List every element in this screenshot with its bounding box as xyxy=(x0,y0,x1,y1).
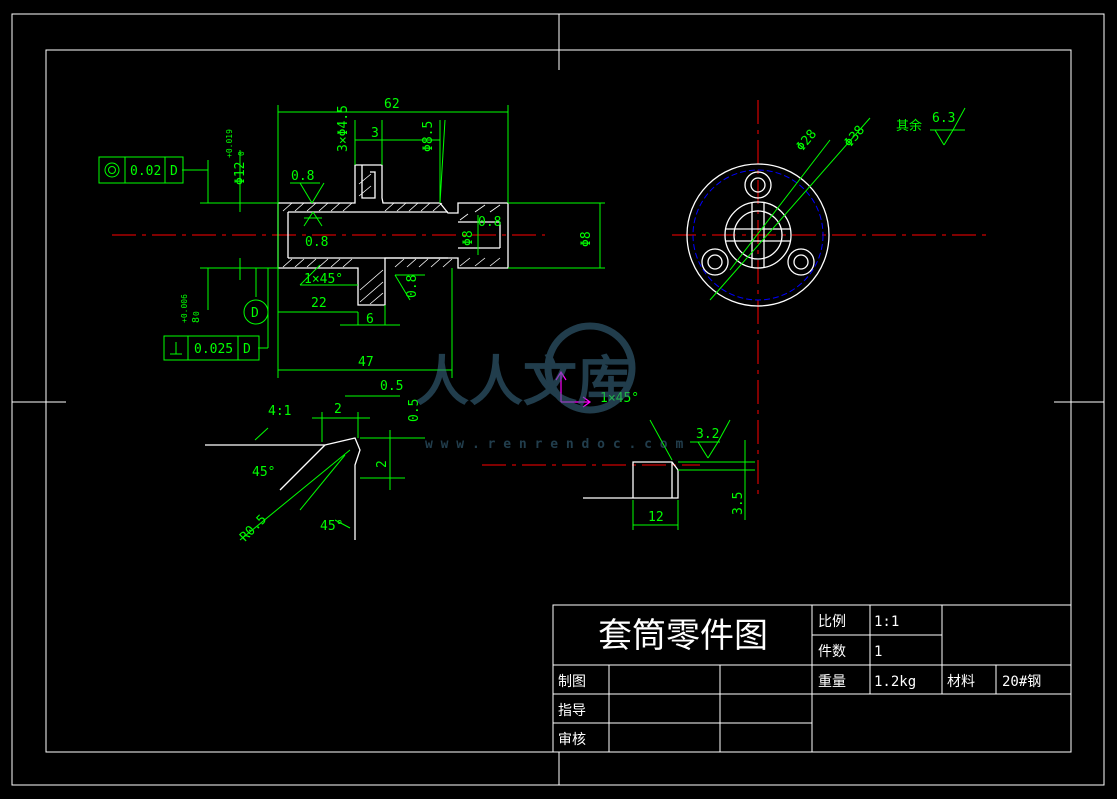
front-view: 62 3×Φ4.5 3 Φ8.5 Φ12 +0.019 0 0.8 0.8 0.… xyxy=(98,97,605,378)
detail-left-angle-b: 45° xyxy=(320,519,343,534)
dim-3: 3 xyxy=(371,126,379,141)
rough-08-right: 0.8 xyxy=(478,215,501,230)
dim-phi12: Φ12 xyxy=(233,162,248,185)
rough-08-bottom: 0.8 xyxy=(405,275,420,298)
dim-phi85: Φ8.5 xyxy=(421,121,436,152)
watermark: 人人文库 w w w . r e n r e n d o c . c o m xyxy=(415,322,683,452)
gtol-perpendicular-frame xyxy=(163,335,260,361)
dim-47: 47 xyxy=(358,355,374,370)
gtol-concentric-value: 0.02 xyxy=(130,164,161,179)
tol-phi8-mid: 8 xyxy=(191,317,202,323)
detail-left: 4:1 2 0.5 0.5 2 45° 45° R0.5 xyxy=(205,379,425,545)
dim-3xphi45: 3×Φ4.5 xyxy=(336,105,351,152)
datum-d-symbol xyxy=(243,299,269,325)
material-label: 材料 xyxy=(947,674,975,690)
tol-phi12-upper: +0.019 xyxy=(225,129,234,158)
rest-roughness: 6.3 xyxy=(932,111,955,126)
outer-border xyxy=(11,13,1105,786)
detail-left-dim-2-right: 2 xyxy=(375,460,390,468)
watermark-logo-ring xyxy=(544,322,636,414)
count-label: 件数 xyxy=(818,644,846,660)
front-view-hatching xyxy=(282,173,501,305)
dim-6: 6 xyxy=(366,312,374,327)
watermark-url: w w w . r e n r e n d o c . c o m xyxy=(425,437,683,452)
detail-right: 1×45° 3.2 12 3.5 xyxy=(583,391,755,530)
gtol-perp-value: 0.025 xyxy=(194,342,233,357)
tol-phi8-lower: 0 xyxy=(192,311,201,316)
title-block xyxy=(552,604,1072,753)
detail-left-dim-05-right: 0.5 xyxy=(407,399,422,422)
side-view: Φ28 Φ38 其余 6.3 xyxy=(686,107,966,307)
material-value: 20#钢 xyxy=(1002,674,1041,690)
rest-label: 其余 xyxy=(896,118,922,134)
weight-label: 重量 xyxy=(818,674,846,690)
dim-phi28: Φ28 xyxy=(794,127,821,155)
tol-phi8-upper: +0.006 xyxy=(180,294,189,323)
gtol-concentric-frame xyxy=(98,156,184,184)
dim-phi8-right: Φ8 xyxy=(579,231,594,247)
front-view-dimension-lines xyxy=(182,105,605,378)
watermark-brand: 人人文库 xyxy=(415,350,631,413)
review-label: 审核 xyxy=(558,732,586,748)
side-view-bolt-circle xyxy=(692,169,824,301)
side-view-dimension-lines xyxy=(709,107,966,301)
detail-right-roughness: 3.2 xyxy=(696,427,719,442)
front-view-outline xyxy=(277,164,509,306)
detail-left-dimension-lines xyxy=(239,395,425,541)
dim-phi8-inner: Φ8 xyxy=(461,230,476,246)
detail-right-dim-35: 3.5 xyxy=(731,492,746,515)
guide-label: 指导 xyxy=(558,703,586,719)
drawn-label: 制图 xyxy=(558,674,586,690)
detail-left-dim-05-top: 0.5 xyxy=(380,379,403,394)
detail-right-outline xyxy=(583,461,679,499)
detail-left-dim-2-top: 2 xyxy=(334,402,342,417)
scale-value: 1:1 xyxy=(874,614,899,630)
datum-d-letter: D xyxy=(251,306,259,321)
rough-08-top: 0.8 xyxy=(291,169,314,184)
weight-value: 1.2kg xyxy=(874,674,916,690)
tol-phi12-lower: 0 xyxy=(237,151,246,156)
detail-left-angle-a: 45° xyxy=(252,465,275,480)
detail-left-outline xyxy=(205,437,361,540)
chamfer-1x45: 1×45° xyxy=(304,272,343,287)
side-view-outline xyxy=(686,163,830,307)
detail-left-scale: 4:1 xyxy=(268,404,291,419)
detail-right-dim-12: 12 xyxy=(648,510,664,525)
detail-left-radius: R0.5 xyxy=(237,512,270,545)
rough-08-inner: 0.8 xyxy=(305,235,328,250)
scale-label: 比例 xyxy=(818,614,846,630)
drawing-title: 套筒零件图 xyxy=(598,616,768,656)
gtol-perp-datum: D xyxy=(243,342,251,357)
dim-62: 62 xyxy=(384,97,400,112)
dim-22: 22 xyxy=(311,296,327,311)
detail-right-dimension-lines xyxy=(632,419,755,530)
gtol-concentric-datum: D xyxy=(170,164,178,179)
count-value: 1 xyxy=(874,644,882,660)
